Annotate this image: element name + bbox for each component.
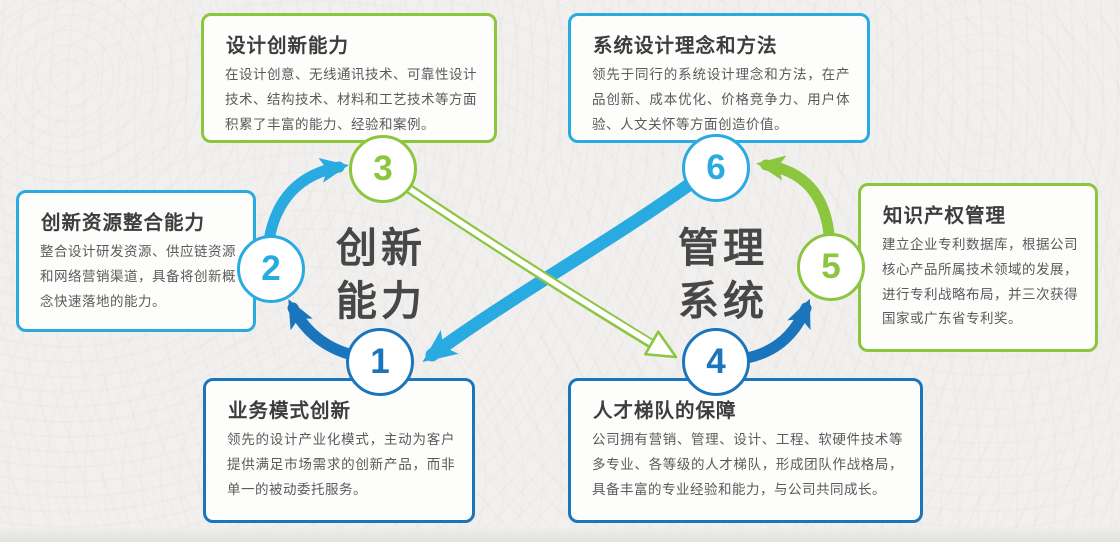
bottom-edge-strip (0, 529, 1120, 542)
card-title: 系统设计理念和方法 (593, 35, 778, 57)
card-system-design-philosophy: 系统设计理念和方法 领先于同行的系统设计理念和方法，在产品创新、成本优化、价格竞… (568, 13, 870, 143)
arrow-5-to-6-icon (756, 155, 835, 240)
arrow-4-to-5-icon (741, 298, 812, 364)
card-innovation-resource-integration: 创新资源整合能力 整合设计研发资源、供应链资源和网络营销渠道，具备将创新概念快速… (16, 190, 256, 332)
step-node-2: 2 (237, 235, 305, 303)
step-number: 2 (261, 249, 281, 288)
card-body: 整合设计研发资源、供应链资源和网络营销渠道，具备将创新概念快速落地的能力。 (40, 244, 236, 309)
card-body: 在设计创意、无线通讯技术、可靠性设计技术、结构技术、材料和工艺技术等方面积累了丰… (225, 67, 477, 132)
label-line: 创新 (336, 225, 426, 271)
card-title: 知识产权管理 (883, 205, 1007, 227)
card-title: 业务模式创新 (228, 400, 352, 422)
label-innovation-capability: 创新 能力 (316, 222, 446, 329)
card-body: 建立企业专利数据库，根据公司核心产品所属技术领域的发展，进行专利战略布局，并三次… (882, 237, 1078, 327)
card-design-innovation-capability: 设计创新能力 在设计创意、无线通讯技术、可靠性设计技术、结构技术、材料和工艺技术… (201, 13, 497, 143)
card-talent-pipeline: 人才梯队的保障 公司拥有营销、管理、设计、工程、软硬件技术等多专业、各等级的人才… (568, 378, 923, 523)
arrow-6-to-1-icon (422, 177, 697, 363)
arrow-1-to-2-icon (287, 299, 358, 361)
card-title: 创新资源整合能力 (41, 212, 206, 234)
card-body: 领先于同行的系统设计理念和方法，在产品创新、成本优化、价格竞争力、用户体验、人文… (592, 67, 850, 132)
step-node-5: 5 (797, 233, 865, 301)
step-node-4: 4 (682, 328, 750, 396)
step-node-6: 6 (682, 134, 750, 202)
card-title: 设计创新能力 (226, 35, 350, 57)
arrow-2-to-3-icon (263, 158, 349, 246)
card-body: 公司拥有营销、管理、设计、工程、软硬件技术等多专业、各等级的人才梯队，形成团队作… (592, 432, 903, 497)
arrow-3-to-4-icon (403, 183, 678, 359)
card-title: 人才梯队的保障 (593, 400, 737, 422)
step-number: 3 (373, 149, 393, 188)
label-line: 能力 (336, 278, 426, 325)
label-line: 管理 (678, 225, 768, 271)
step-node-1: 1 (346, 328, 414, 396)
step-node-3: 3 (349, 135, 417, 203)
step-number: 1 (370, 342, 390, 381)
label-line: 系统 (678, 278, 768, 325)
step-number: 4 (706, 342, 726, 381)
card-body: 领先的设计产业化模式，主动为客户提供满足市场需求的创新产品，而非单一的被动委托服… (227, 432, 455, 497)
card-business-model-innovation: 业务模式创新 领先的设计产业化模式，主动为客户提供满足市场需求的创新产品，而非单… (203, 378, 475, 523)
card-ip-management: 知识产权管理 建立企业专利数据库，根据公司核心产品所属技术领域的发展，进行专利战… (858, 183, 1098, 352)
label-management-system: 管理 系统 (658, 222, 788, 329)
step-number: 5 (821, 247, 841, 286)
step-number: 6 (706, 148, 726, 187)
